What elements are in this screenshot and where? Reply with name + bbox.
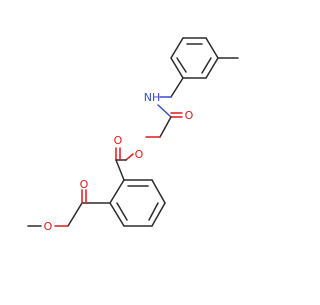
structure-canvas: NH O O O O O <box>27 37 239 233</box>
double-bond <box>201 57 212 74</box>
ester-ring-bond <box>115 159 125 181</box>
bond <box>170 57 184 79</box>
bond <box>151 202 166 227</box>
double-bond <box>148 202 159 221</box>
benzyl-bond <box>170 77 184 98</box>
bond <box>205 57 219 79</box>
methyl-ester-carbonyl-o-label: O <box>80 178 89 191</box>
amide-o-label: O <box>185 109 194 122</box>
bond <box>151 179 166 204</box>
carbonyl-ch2-bond <box>159 116 172 138</box>
ester-carbonyl-o-label: O <box>114 134 123 147</box>
tolyl-ring <box>170 37 219 79</box>
double-bond <box>116 202 128 221</box>
bond <box>170 37 184 59</box>
isophthalate-ring <box>109 179 166 227</box>
bond <box>109 202 125 227</box>
bond <box>109 179 125 204</box>
double-bond <box>176 57 187 73</box>
methyl-ester-o-label: O <box>44 220 53 233</box>
methyl-ester-c-bond <box>67 202 83 227</box>
molecule-structure: NH O O O O O <box>27 37 239 233</box>
amide-nh-label: NH <box>144 91 161 104</box>
n-carbonyl-bond <box>157 104 172 118</box>
ester-link-o-label: O <box>135 148 144 161</box>
bond <box>205 37 219 59</box>
o-ester-bond <box>125 153 134 161</box>
